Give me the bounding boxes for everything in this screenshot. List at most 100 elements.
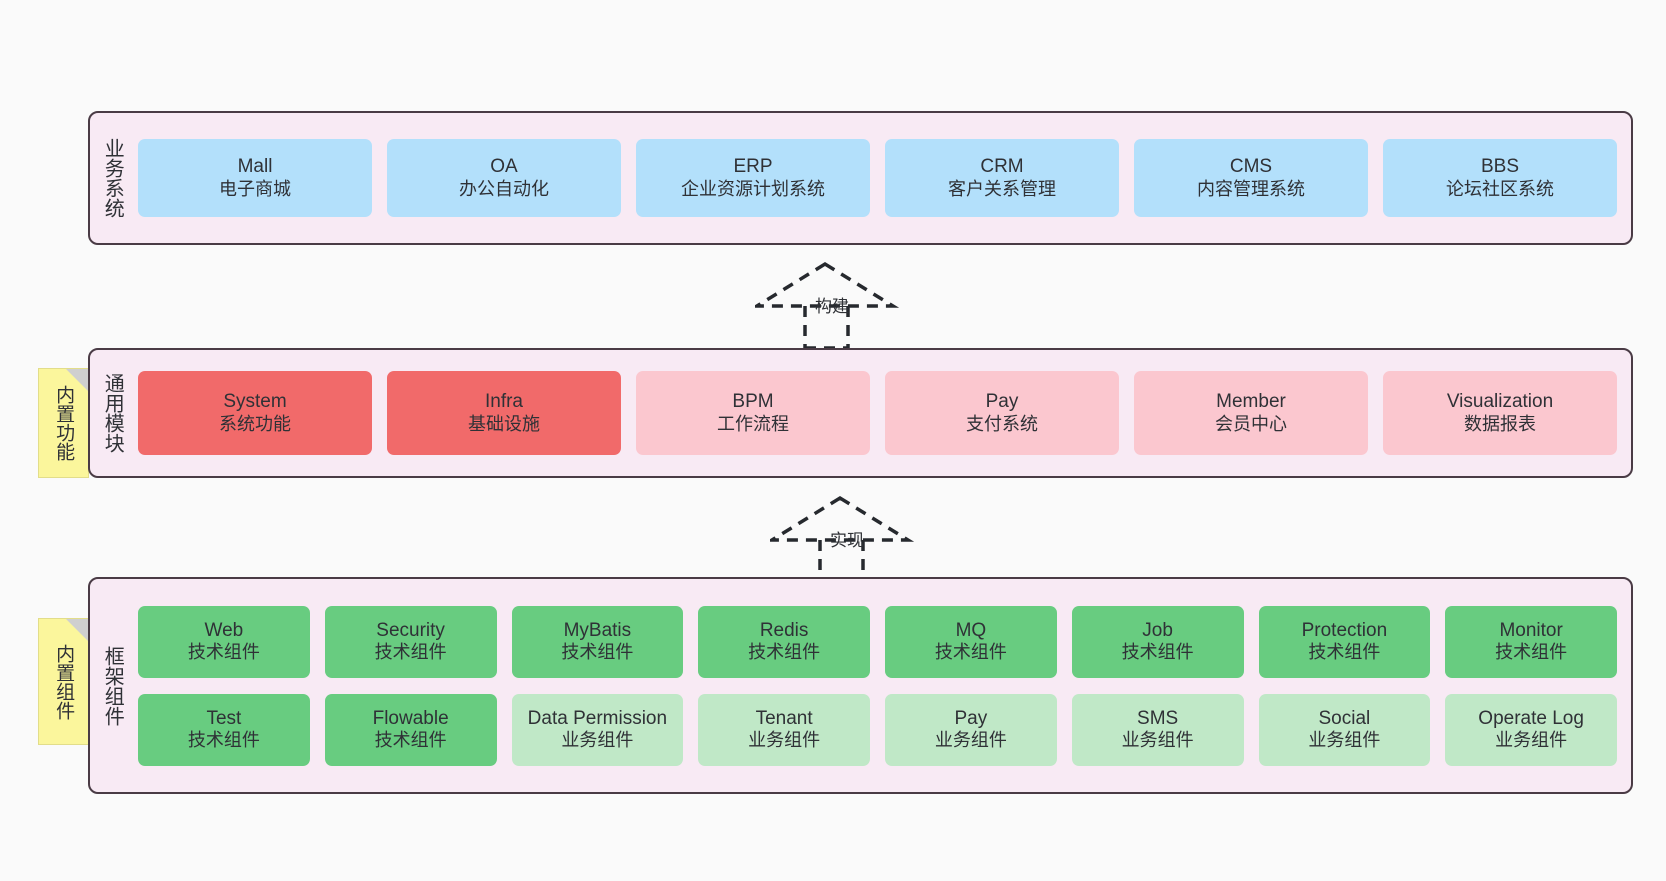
layer-business-systems: 业务系统 Mall 电子商城 OA 办公自动化 ERP 企业资源计划系统 CRM… — [88, 111, 1633, 245]
node-name: Job — [1142, 619, 1173, 641]
page-fold-icon — [66, 619, 88, 641]
node-row: Web 技术组件 Security 技术组件 MyBatis 技术组件 Redi… — [138, 605, 1617, 678]
node-oa[interactable]: OA 办公自动化 — [387, 139, 621, 217]
node-name: Pay — [985, 391, 1019, 413]
node-subtitle: 系统功能 — [219, 413, 291, 434]
node-tenant[interactable]: Tenant 业务组件 — [698, 693, 870, 766]
layer-title-framework: 框架组件 — [101, 645, 124, 726]
page-fold-icon — [66, 369, 88, 391]
node-subtitle: 技术组件 — [1495, 642, 1568, 663]
node-name: CRM — [980, 156, 1024, 178]
node-social[interactable]: Social 业务组件 — [1258, 693, 1431, 766]
node-name: System — [223, 391, 287, 413]
node-job[interactable]: Job 技术组件 — [1071, 605, 1244, 678]
connector-build-label: 构建 — [815, 297, 849, 316]
sticky-note-label: 内置组件 — [53, 643, 75, 720]
node-subtitle: 办公自动化 — [459, 178, 549, 199]
node-subtitle: 内容管理系统 — [1197, 178, 1305, 199]
node-monitor[interactable]: Monitor 技术组件 — [1445, 605, 1617, 678]
node-subtitle: 业务组件 — [1308, 730, 1381, 751]
node-subtitle: 业务组件 — [934, 730, 1007, 751]
node-subtitle: 业务组件 — [748, 730, 821, 751]
node-name: Flowable — [372, 707, 449, 729]
node-name: Data Permission — [527, 707, 668, 729]
node-redis[interactable]: Redis 技术组件 — [698, 605, 870, 678]
node-crm[interactable]: CRM 客户关系管理 — [885, 139, 1119, 217]
node-subtitle: 会员中心 — [1215, 413, 1287, 434]
node-data-permission[interactable]: Data Permission 业务组件 — [511, 693, 684, 766]
node-erp[interactable]: ERP 企业资源计划系统 — [636, 139, 870, 217]
node-name: Pay — [954, 707, 988, 729]
node-subtitle: 技术组件 — [187, 730, 260, 751]
node-name: Security — [376, 619, 445, 641]
node-name: BPM — [732, 391, 774, 413]
node-subtitle: 基础设施 — [468, 413, 540, 434]
node-name: Monitor — [1499, 619, 1563, 641]
node-row: Mall 电子商城 OA 办公自动化 ERP 企业资源计划系统 CRM 客户关系… — [138, 139, 1617, 217]
node-test[interactable]: Test 技术组件 — [138, 693, 310, 766]
node-flowable[interactable]: Flowable 技术组件 — [324, 693, 497, 766]
node-name: Test — [206, 707, 242, 729]
layer-body-business: Mall 电子商城 OA 办公自动化 ERP 企业资源计划系统 CRM 客户关系… — [134, 113, 1631, 243]
node-subtitle: 技术组件 — [561, 642, 634, 663]
node-name: Web — [204, 619, 244, 641]
node-protection[interactable]: Protection 技术组件 — [1258, 605, 1431, 678]
node-infra[interactable]: Infra 基础设施 — [387, 371, 621, 455]
node-subtitle: 论坛社区系统 — [1446, 178, 1554, 199]
node-name: Visualization — [1446, 391, 1554, 413]
node-row: System 系统功能 Infra 基础设施 BPM 工作流程 Pay 支付系统… — [138, 371, 1617, 455]
node-pay-component[interactable]: Pay 业务组件 — [885, 693, 1057, 766]
sticky-note-builtin-features: 内置功能 — [38, 368, 89, 478]
node-subtitle: 技术组件 — [187, 642, 260, 663]
node-name: Member — [1216, 391, 1286, 413]
connector-implement: 实现 — [765, 492, 920, 584]
node-cms[interactable]: CMS 内容管理系统 — [1134, 139, 1368, 217]
node-sms[interactable]: SMS 业务组件 — [1071, 693, 1244, 766]
node-system[interactable]: System 系统功能 — [138, 371, 372, 455]
node-subtitle: 技术组件 — [374, 642, 447, 663]
sticky-note-builtin-components: 内置组件 — [38, 618, 89, 745]
layer-body-framework: Web 技术组件 Security 技术组件 MyBatis 技术组件 Redi… — [134, 579, 1631, 792]
node-security[interactable]: Security 技术组件 — [324, 605, 497, 678]
node-subtitle: 客户关系管理 — [948, 178, 1056, 199]
node-name: BBS — [1480, 156, 1520, 178]
node-name: ERP — [733, 156, 773, 178]
connector-implement-arrow-icon — [765, 495, 915, 584]
sticky-note-label: 内置功能 — [53, 385, 75, 461]
node-name: Infra — [484, 391, 524, 413]
node-name: Tenant — [755, 707, 813, 729]
node-name: Redis — [759, 619, 809, 641]
node-bbs[interactable]: BBS 论坛社区系统 — [1383, 139, 1617, 217]
node-name: MyBatis — [563, 619, 632, 641]
node-member[interactable]: Member 会员中心 — [1134, 371, 1368, 455]
node-name: OA — [490, 156, 518, 178]
node-subtitle: 数据报表 — [1464, 413, 1536, 434]
node-name: SMS — [1137, 707, 1179, 729]
layer-body-common-modules: System 系统功能 Infra 基础设施 BPM 工作流程 Pay 支付系统… — [134, 350, 1631, 476]
node-visualization[interactable]: Visualization 数据报表 — [1383, 371, 1617, 455]
layer-title-common-modules: 通用模块 — [101, 373, 124, 453]
node-operate-log[interactable]: Operate Log 业务组件 — [1445, 693, 1617, 766]
node-name: MQ — [955, 619, 987, 641]
node-subtitle: 业务组件 — [561, 730, 634, 751]
node-subtitle: 工作流程 — [717, 413, 789, 434]
node-subtitle: 电子商城 — [219, 178, 291, 199]
node-subtitle: 技术组件 — [1308, 642, 1381, 663]
layer-title-business: 业务系统 — [101, 138, 124, 218]
node-mall[interactable]: Mall 电子商城 — [138, 139, 372, 217]
node-subtitle: 业务组件 — [1495, 730, 1568, 751]
node-name: Mall — [237, 156, 273, 178]
node-subtitle: 技术组件 — [1121, 642, 1194, 663]
node-bpm[interactable]: BPM 工作流程 — [636, 371, 870, 455]
node-name: CMS — [1229, 156, 1273, 178]
node-pay-module[interactable]: Pay 支付系统 — [885, 371, 1119, 455]
node-subtitle: 技术组件 — [934, 642, 1007, 663]
node-web[interactable]: Web 技术组件 — [138, 605, 310, 678]
node-mq[interactable]: MQ 技术组件 — [885, 605, 1057, 678]
node-mybatis[interactable]: MyBatis 技术组件 — [511, 605, 684, 678]
connector-build: 构建 — [750, 258, 905, 350]
node-name: Operate Log — [1478, 707, 1584, 729]
node-subtitle: 企业资源计划系统 — [681, 178, 825, 199]
node-name: Social — [1318, 707, 1371, 729]
